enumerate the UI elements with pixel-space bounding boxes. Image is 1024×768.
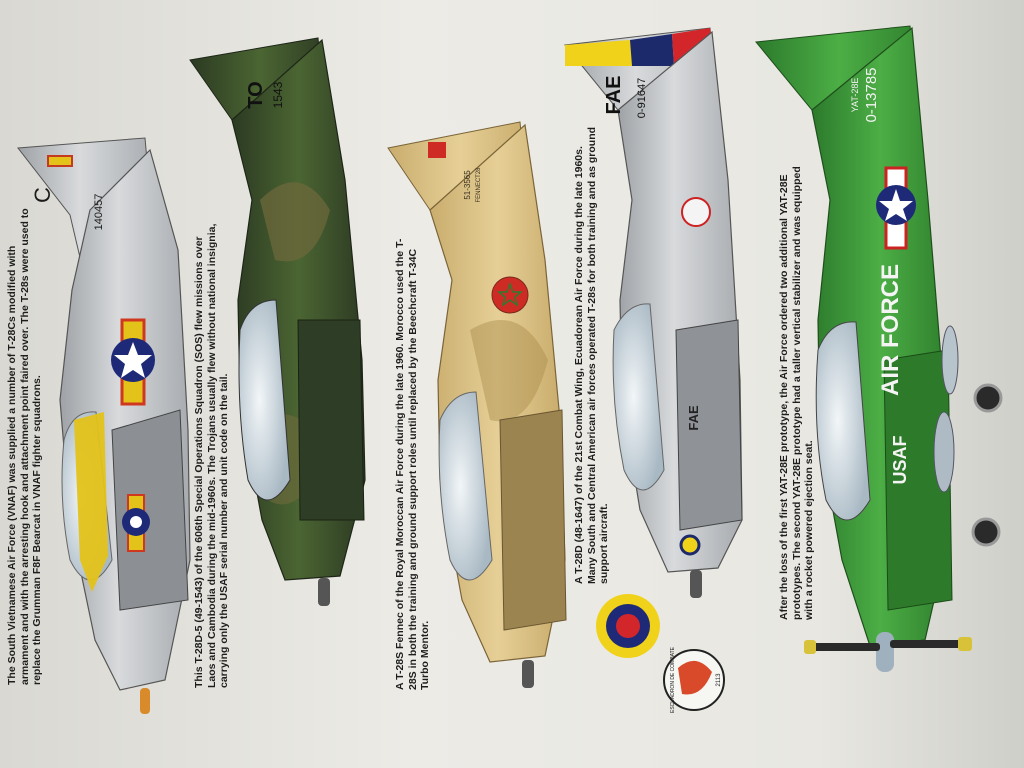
aircraft-t28s-fennec: 51-3565 FENNECT28: [387, 121, 567, 688]
camo-blotch: [260, 182, 330, 262]
caption-yat28e: After the loss of the first YAT-28E prot…: [778, 140, 816, 620]
propeller-spinner: [522, 660, 534, 688]
nose-text: USAF: [890, 435, 910, 484]
propeller-spinner: [690, 570, 702, 598]
aircraft-vnaf-t28c: C 140457: [17, 137, 191, 714]
caption-line: The South Vietnamese Air Force (VNAF) wa…: [6, 245, 18, 685]
caption-line: Many South and Central American air forc…: [585, 126, 598, 584]
unit-badge: [681, 197, 711, 227]
canopy: [238, 299, 291, 501]
caption-line: with a rocket powered ejection seat.: [803, 440, 815, 620]
aircraft-t28d-ecuador: FAE 0-91647 FAE: [564, 27, 743, 598]
caption-vnaf: The South Vietnamese Air Force (VNAF) wa…: [6, 145, 44, 685]
caption-ecuador: A T-28D (48-1647) of the 21st Combat Win…: [573, 124, 611, 584]
propeller-blade: [890, 640, 970, 648]
wing: [499, 409, 567, 631]
aircraft-yat28e: AIR FORCE USAF YAT-28E 0-13785: [755, 25, 1003, 672]
caption-morocco: A T-28S Fennec of the Royal Moroccan Air…: [394, 190, 432, 690]
wing: [883, 349, 953, 611]
rocket-pod: [933, 411, 955, 493]
caption-line: prototypes. The second YAT-28E prototype…: [790, 166, 803, 620]
rocket-pod: [941, 325, 959, 395]
wing-insignia: [122, 494, 150, 552]
yellow-band: [74, 412, 108, 592]
propeller-spinner: [318, 578, 330, 606]
caption-line: This T-28D-5 (49-1543) of the 606th Spec…: [193, 236, 205, 688]
tail-serial: 0-91647: [636, 78, 648, 118]
badge-number: 2113: [716, 673, 722, 687]
fuselage-roundel: [491, 276, 529, 314]
weathering: [470, 320, 548, 422]
ecuador-roundel: [596, 594, 660, 658]
tail-serial-line-2: FENNECT28: [476, 167, 482, 203]
tail-stripes: [47, 155, 73, 167]
aircraft-t28d-606sos: TO 1543: [189, 37, 366, 606]
landing-gear-wheel: [971, 517, 1001, 547]
canopy: [612, 303, 665, 491]
badge-text: ESCUADRON DE COMBATE: [670, 646, 676, 713]
tail-code: FAE: [603, 76, 625, 115]
tail-serial: 1543: [271, 81, 285, 108]
tail-code: TO: [245, 81, 267, 108]
caption-line: Turbo Mentor.: [419, 620, 431, 690]
propeller-blade: [806, 643, 880, 651]
wing: [675, 319, 743, 531]
tail-serial-line-2: 0-13785: [863, 67, 880, 122]
landing-gear-wheel: [973, 383, 1003, 413]
tail-flag: [428, 142, 446, 158]
national-insignia: [876, 166, 916, 250]
caption-line: Laos and Cambodia during the mid-1960s. …: [205, 223, 218, 688]
propeller-tip: [958, 637, 972, 651]
fuselage-roundel: [679, 534, 701, 556]
tail-serial: 140457: [93, 194, 105, 231]
fuselage-code: FAE: [686, 405, 701, 431]
caption-line: A T-28S Fennec of the Royal Moroccan Air…: [394, 238, 406, 690]
caption-line: After the loss of the first YAT-28E prot…: [778, 174, 790, 620]
caption-line: carrying only the USAF serial number and…: [218, 373, 230, 688]
caption-line: A T-28D (48-1647) of the 21st Combat Win…: [573, 146, 585, 584]
caption-line: replace the Grumman F8F Bearcat in VNAF …: [31, 375, 43, 685]
tail-serial-line-1: 51-3565: [463, 170, 472, 200]
propeller-spinner: [140, 688, 150, 714]
national-insignia: [111, 318, 155, 406]
fuselage-text: AIR FORCE: [877, 264, 904, 396]
propeller-tip: [804, 640, 816, 654]
squadron-badge: ESCUADRON DE COMBATE 2113: [663, 646, 725, 713]
canopy: [815, 321, 871, 521]
tail-serial-line-1: YAT-28E: [850, 78, 860, 113]
tail-letter: C: [30, 187, 55, 203]
canopy: [438, 391, 493, 581]
caption-line: 28S in both the training and ground supp…: [406, 248, 419, 690]
caption-line: support aircraft.: [598, 503, 610, 584]
propeller-spinner: [876, 632, 894, 672]
caption-line: armament and with the arresting hook and…: [18, 208, 31, 685]
wing: [297, 319, 365, 521]
caption-606sos: This T-28D-5 (49-1543) of the 606th Spec…: [193, 168, 231, 688]
wing: [111, 409, 189, 611]
